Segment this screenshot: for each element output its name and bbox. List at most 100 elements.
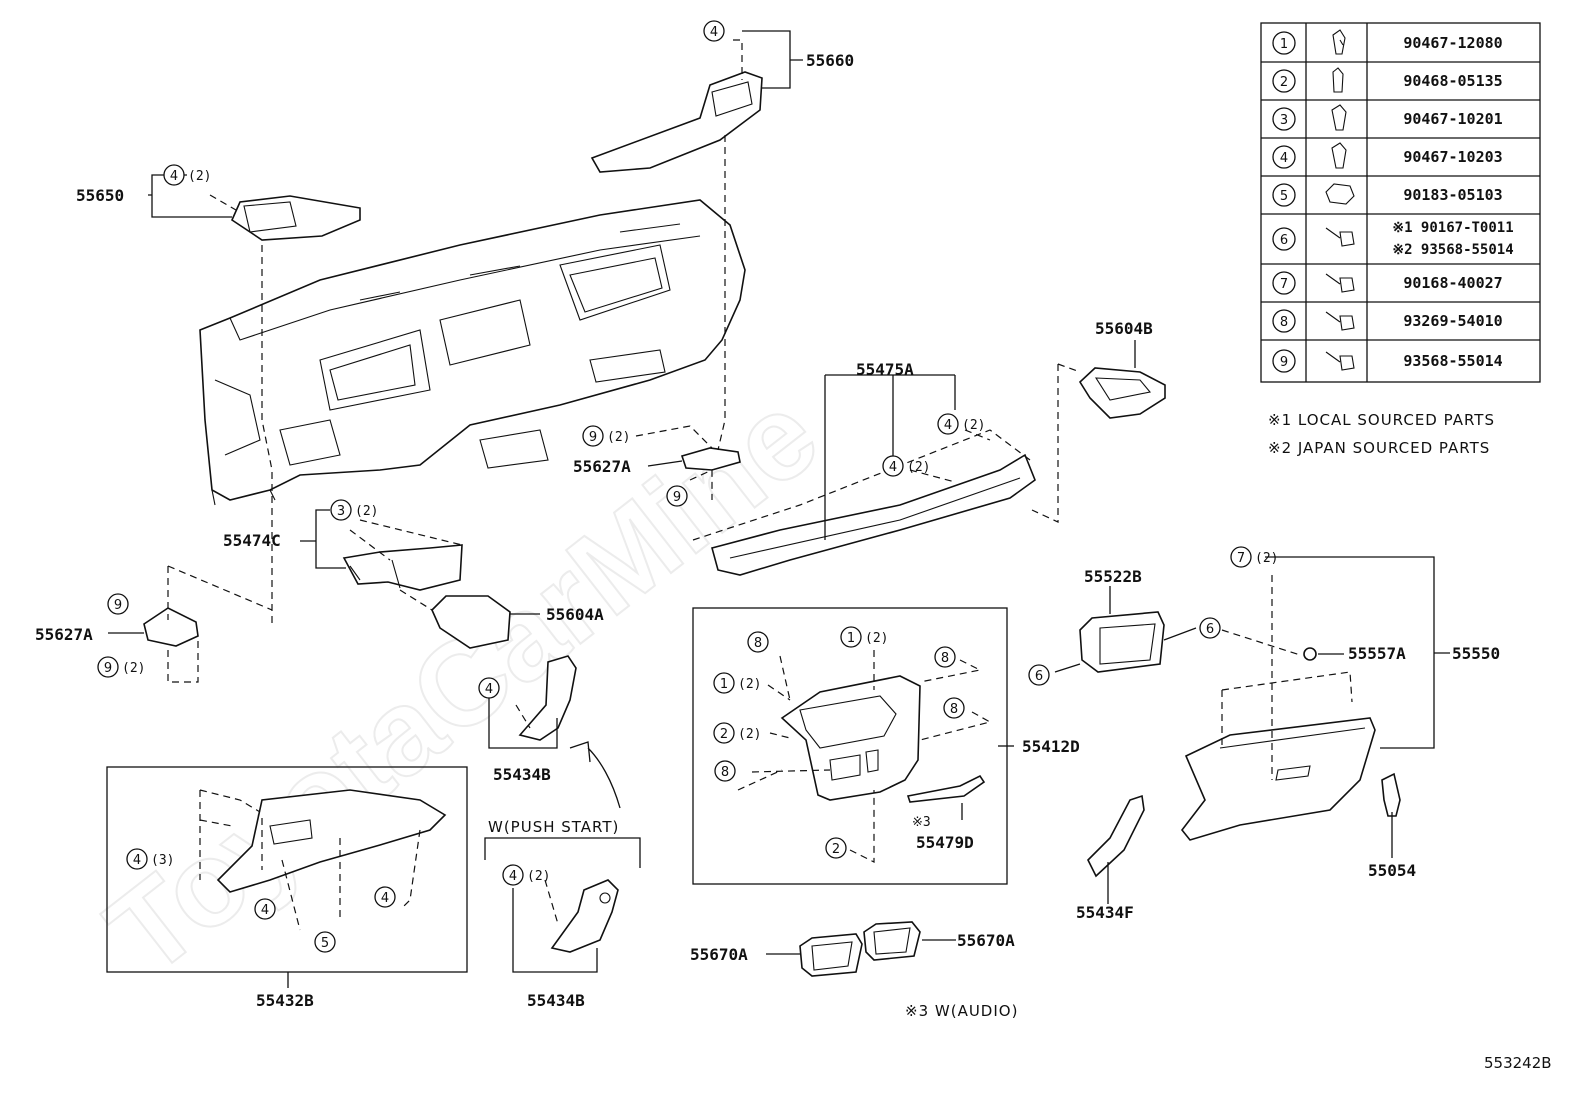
callout-number: 4 bbox=[381, 891, 389, 906]
callout-circle bbox=[943, 697, 965, 719]
part-55627A-left-drawing bbox=[143, 607, 199, 647]
callout-number: 4 bbox=[485, 682, 493, 697]
callout-circle bbox=[703, 20, 725, 42]
row-number: 9 bbox=[1280, 355, 1288, 370]
part-55660-drawing bbox=[590, 71, 763, 173]
audio-note: ※3 W(AUDIO) bbox=[905, 1002, 1018, 1020]
part-55432B-drawing bbox=[216, 789, 447, 893]
part-label: 55474C bbox=[223, 531, 281, 550]
callout-circle bbox=[478, 677, 500, 699]
callout-number: 6 bbox=[1206, 622, 1214, 637]
fastener-table: 1 90467-12080 2 90468-05135 3 90467-1020… bbox=[1260, 22, 1541, 383]
push-start-note: W(PUSH START) bbox=[488, 818, 619, 836]
row-number: 2 bbox=[1280, 75, 1288, 90]
part-55604A-drawing bbox=[431, 595, 511, 649]
row-part-number: 90168-40027 bbox=[1403, 274, 1502, 292]
callout-circle bbox=[714, 760, 736, 782]
screw-icon bbox=[1325, 311, 1355, 331]
part-55474C-drawing bbox=[342, 544, 463, 591]
row-part-number: 90467-12080 bbox=[1403, 34, 1502, 52]
callout-number: 5 bbox=[321, 936, 329, 951]
callout-number: 1 bbox=[847, 631, 855, 646]
screw-icon bbox=[1325, 227, 1355, 247]
part-55550-drawing bbox=[1180, 717, 1376, 841]
callout-number: 8 bbox=[941, 651, 949, 666]
callout-number: 9 bbox=[589, 430, 597, 445]
clip-icon bbox=[1331, 104, 1347, 131]
callout-circle bbox=[107, 593, 129, 615]
group-box-55432B bbox=[106, 766, 468, 973]
part-label: 55670A bbox=[957, 931, 1015, 950]
table-row: 3 90467-10201 bbox=[1272, 104, 1503, 131]
callout-number: 6 bbox=[1035, 669, 1043, 684]
table-row: 1 90467-12080 bbox=[1272, 29, 1503, 55]
callout-number: 2 bbox=[832, 842, 840, 857]
part-label: 55475A bbox=[856, 360, 914, 379]
part-55670A-right-drawing bbox=[863, 921, 921, 961]
row-number: 8 bbox=[1280, 315, 1288, 330]
part-label: 55434B bbox=[493, 765, 551, 784]
row-part-number: 90468-05135 bbox=[1403, 72, 1502, 90]
row-number: 6 bbox=[1280, 233, 1288, 248]
callout-qty: (2) bbox=[122, 661, 145, 676]
callout-number: 4 bbox=[889, 460, 897, 475]
callout-qty: (2) bbox=[907, 460, 930, 475]
callout-circle bbox=[1028, 664, 1050, 686]
part-label: 55432B bbox=[256, 991, 314, 1010]
part-label: 55522B bbox=[1084, 567, 1142, 586]
row-part-number: 90467-10201 bbox=[1403, 110, 1502, 128]
screw-icon bbox=[1325, 273, 1355, 293]
callout-circle bbox=[840, 626, 862, 648]
part-55650-drawing bbox=[230, 195, 361, 241]
table-row: 8 93269-54010 bbox=[1272, 309, 1503, 333]
callout-circle bbox=[937, 413, 959, 435]
part-label: 55670A bbox=[690, 945, 748, 964]
callout-circle bbox=[97, 656, 119, 678]
callout-circle bbox=[934, 646, 956, 668]
callout-number: 4 bbox=[261, 903, 269, 918]
callout-circle bbox=[666, 485, 688, 507]
part-55604B-drawing bbox=[1078, 367, 1166, 419]
callout-number: 9 bbox=[673, 490, 681, 505]
callout-circle bbox=[1230, 546, 1252, 568]
part-label: 55627A bbox=[573, 457, 631, 476]
callout-circle bbox=[314, 931, 336, 953]
table-row: 7 90168-40027 bbox=[1272, 271, 1503, 295]
callout-qty: (2) bbox=[962, 418, 985, 433]
mark-3: ※3 bbox=[912, 815, 931, 830]
callout-number: 4 bbox=[944, 418, 952, 433]
callouts: 4 4 (2) 9 (2) 9 4 (2) 4 (2) 3 (2) 9 9 (2) 4 4 (… bbox=[97, 20, 1278, 953]
callout-number: 8 bbox=[950, 702, 958, 717]
part-label: 55054 bbox=[1368, 861, 1416, 880]
callout-number: 1 bbox=[720, 677, 728, 692]
clip-icon bbox=[1332, 67, 1344, 93]
callout-qty: (2) bbox=[738, 677, 761, 692]
callout-number: 8 bbox=[721, 765, 729, 780]
row-number: 7 bbox=[1280, 277, 1288, 292]
row-number: 4 bbox=[1280, 151, 1288, 166]
callout-qty: (2) bbox=[188, 169, 211, 184]
row-part-number: 93568-55014 bbox=[1403, 352, 1502, 370]
callout-number: 4 bbox=[170, 169, 178, 184]
part-label: 55434F bbox=[1076, 903, 1134, 922]
callout-circle bbox=[882, 455, 904, 477]
callout-number: 3 bbox=[337, 504, 345, 519]
callout-number: 9 bbox=[114, 598, 122, 613]
part-label: 55479D bbox=[916, 833, 974, 852]
callout-circle bbox=[374, 886, 396, 908]
part-label: 55604B bbox=[1095, 319, 1153, 338]
callout-number: 7 bbox=[1237, 551, 1245, 566]
callout-qty: (2) bbox=[607, 430, 630, 445]
part-55557A-drawing bbox=[1303, 647, 1317, 661]
callout-qty: (2) bbox=[738, 727, 761, 742]
callout-number: 9 bbox=[104, 661, 112, 676]
group-box-55412D bbox=[692, 607, 1008, 885]
callout-circle bbox=[713, 722, 735, 744]
screw-icon bbox=[1325, 351, 1355, 371]
callout-qty: (2) bbox=[527, 869, 550, 884]
row-part-number: 93269-54010 bbox=[1403, 312, 1502, 330]
callout-number: 2 bbox=[720, 727, 728, 742]
dashed-lines bbox=[167, 39, 1353, 931]
table-note: ※2 JAPAN SOURCED PARTS bbox=[1268, 439, 1490, 457]
